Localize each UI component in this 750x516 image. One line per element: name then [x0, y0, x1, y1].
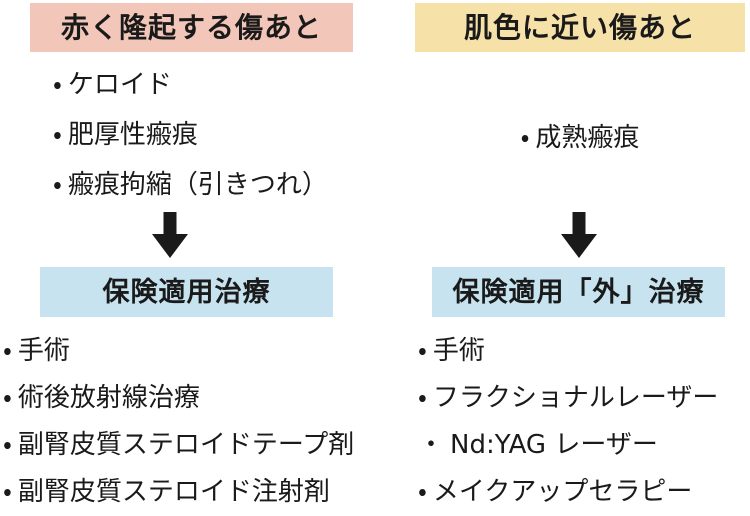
right-treatment-header: 保険適用「外」治療: [432, 267, 725, 317]
bullet-dot: ・: [520, 123, 530, 153]
list-item: ・フラクショナルレーザー: [418, 375, 718, 422]
list-item: ・ケロイド: [53, 60, 328, 110]
bullet-dot: ・: [3, 383, 12, 413]
condition-label: 瘢痕拘縮（引きつれ）: [67, 170, 328, 200]
treatment-label: Nd:YAG レーザー: [450, 430, 658, 460]
list-item: ・手術: [3, 328, 354, 375]
bullet-dot: ・: [418, 477, 427, 507]
list-item: ・肥厚性瘢痕: [53, 110, 328, 160]
list-item: ・成熟瘢痕: [415, 113, 745, 163]
bullet-dot: ・: [53, 170, 62, 200]
bullet-dot: ・: [3, 430, 12, 460]
treatment-label: フラクショナルレーザー: [432, 383, 719, 413]
treatment-label: 手術: [17, 336, 70, 366]
bullet-dot: ・: [3, 477, 12, 507]
right-category-title: 肌色に近い傷あと: [463, 10, 696, 44]
list-item: ・瘢痕拘縮（引きつれ）: [53, 160, 328, 210]
treatment-label: 副腎皮質ステロイドテープ剤: [17, 430, 355, 460]
list-item: ・Nd:YAG レーザー: [418, 422, 718, 469]
treatment-label: 副腎皮質ステロイド注射剤: [17, 477, 330, 507]
bullet-dot: ・: [418, 430, 445, 460]
right-condition-list: ・成熟瘢痕: [415, 113, 745, 163]
right-category-header: 肌色に近い傷あと: [415, 3, 745, 52]
bullet-dot: ・: [3, 336, 12, 366]
list-item: ・手術: [418, 328, 718, 375]
condition-label: ケロイド: [67, 70, 172, 100]
bullet-dot: ・: [53, 70, 62, 100]
left-treatment-list: ・手術 ・術後放射線治療 ・副腎皮質ステロイドテープ剤 ・副腎皮質ステロイド注射…: [3, 328, 354, 516]
list-item: ・副腎皮質ステロイドテープ剤: [3, 422, 354, 469]
condition-label: 成熟瘢痕: [535, 123, 640, 153]
list-item: ・副腎皮質ステロイド注射剤: [3, 469, 354, 516]
list-item: ・メイクアップセラピー: [418, 469, 718, 516]
bullet-dot: ・: [418, 336, 427, 366]
bullet-dot: ・: [418, 383, 427, 413]
condition-label: 肥厚性瘢痕: [67, 120, 198, 150]
bullet-dot: ・: [53, 120, 62, 150]
left-category-header: 赤く隆起する傷あと: [30, 3, 353, 52]
left-category-title: 赤く隆起する傷あと: [60, 10, 322, 44]
left-condition-list: ・ケロイド ・肥厚性瘢痕 ・瘢痕拘縮（引きつれ）: [53, 60, 328, 210]
left-treatment-header: 保険適用治療: [40, 267, 333, 317]
down-arrow-icon: [152, 212, 188, 258]
right-treatment-list: ・手術 ・フラクショナルレーザー ・Nd:YAG レーザー ・メイクアップセラピ…: [418, 328, 718, 516]
down-arrow-icon: [561, 212, 597, 258]
treatment-label: メイクアップセラピー: [432, 477, 693, 507]
treatment-label: 術後放射線治療: [17, 383, 200, 413]
right-treatment-title: 保険適用「外」治療: [452, 276, 705, 308]
list-item: ・術後放射線治療: [3, 375, 354, 422]
treatment-label: 手術: [432, 336, 485, 366]
left-treatment-title: 保険適用治療: [102, 276, 271, 308]
